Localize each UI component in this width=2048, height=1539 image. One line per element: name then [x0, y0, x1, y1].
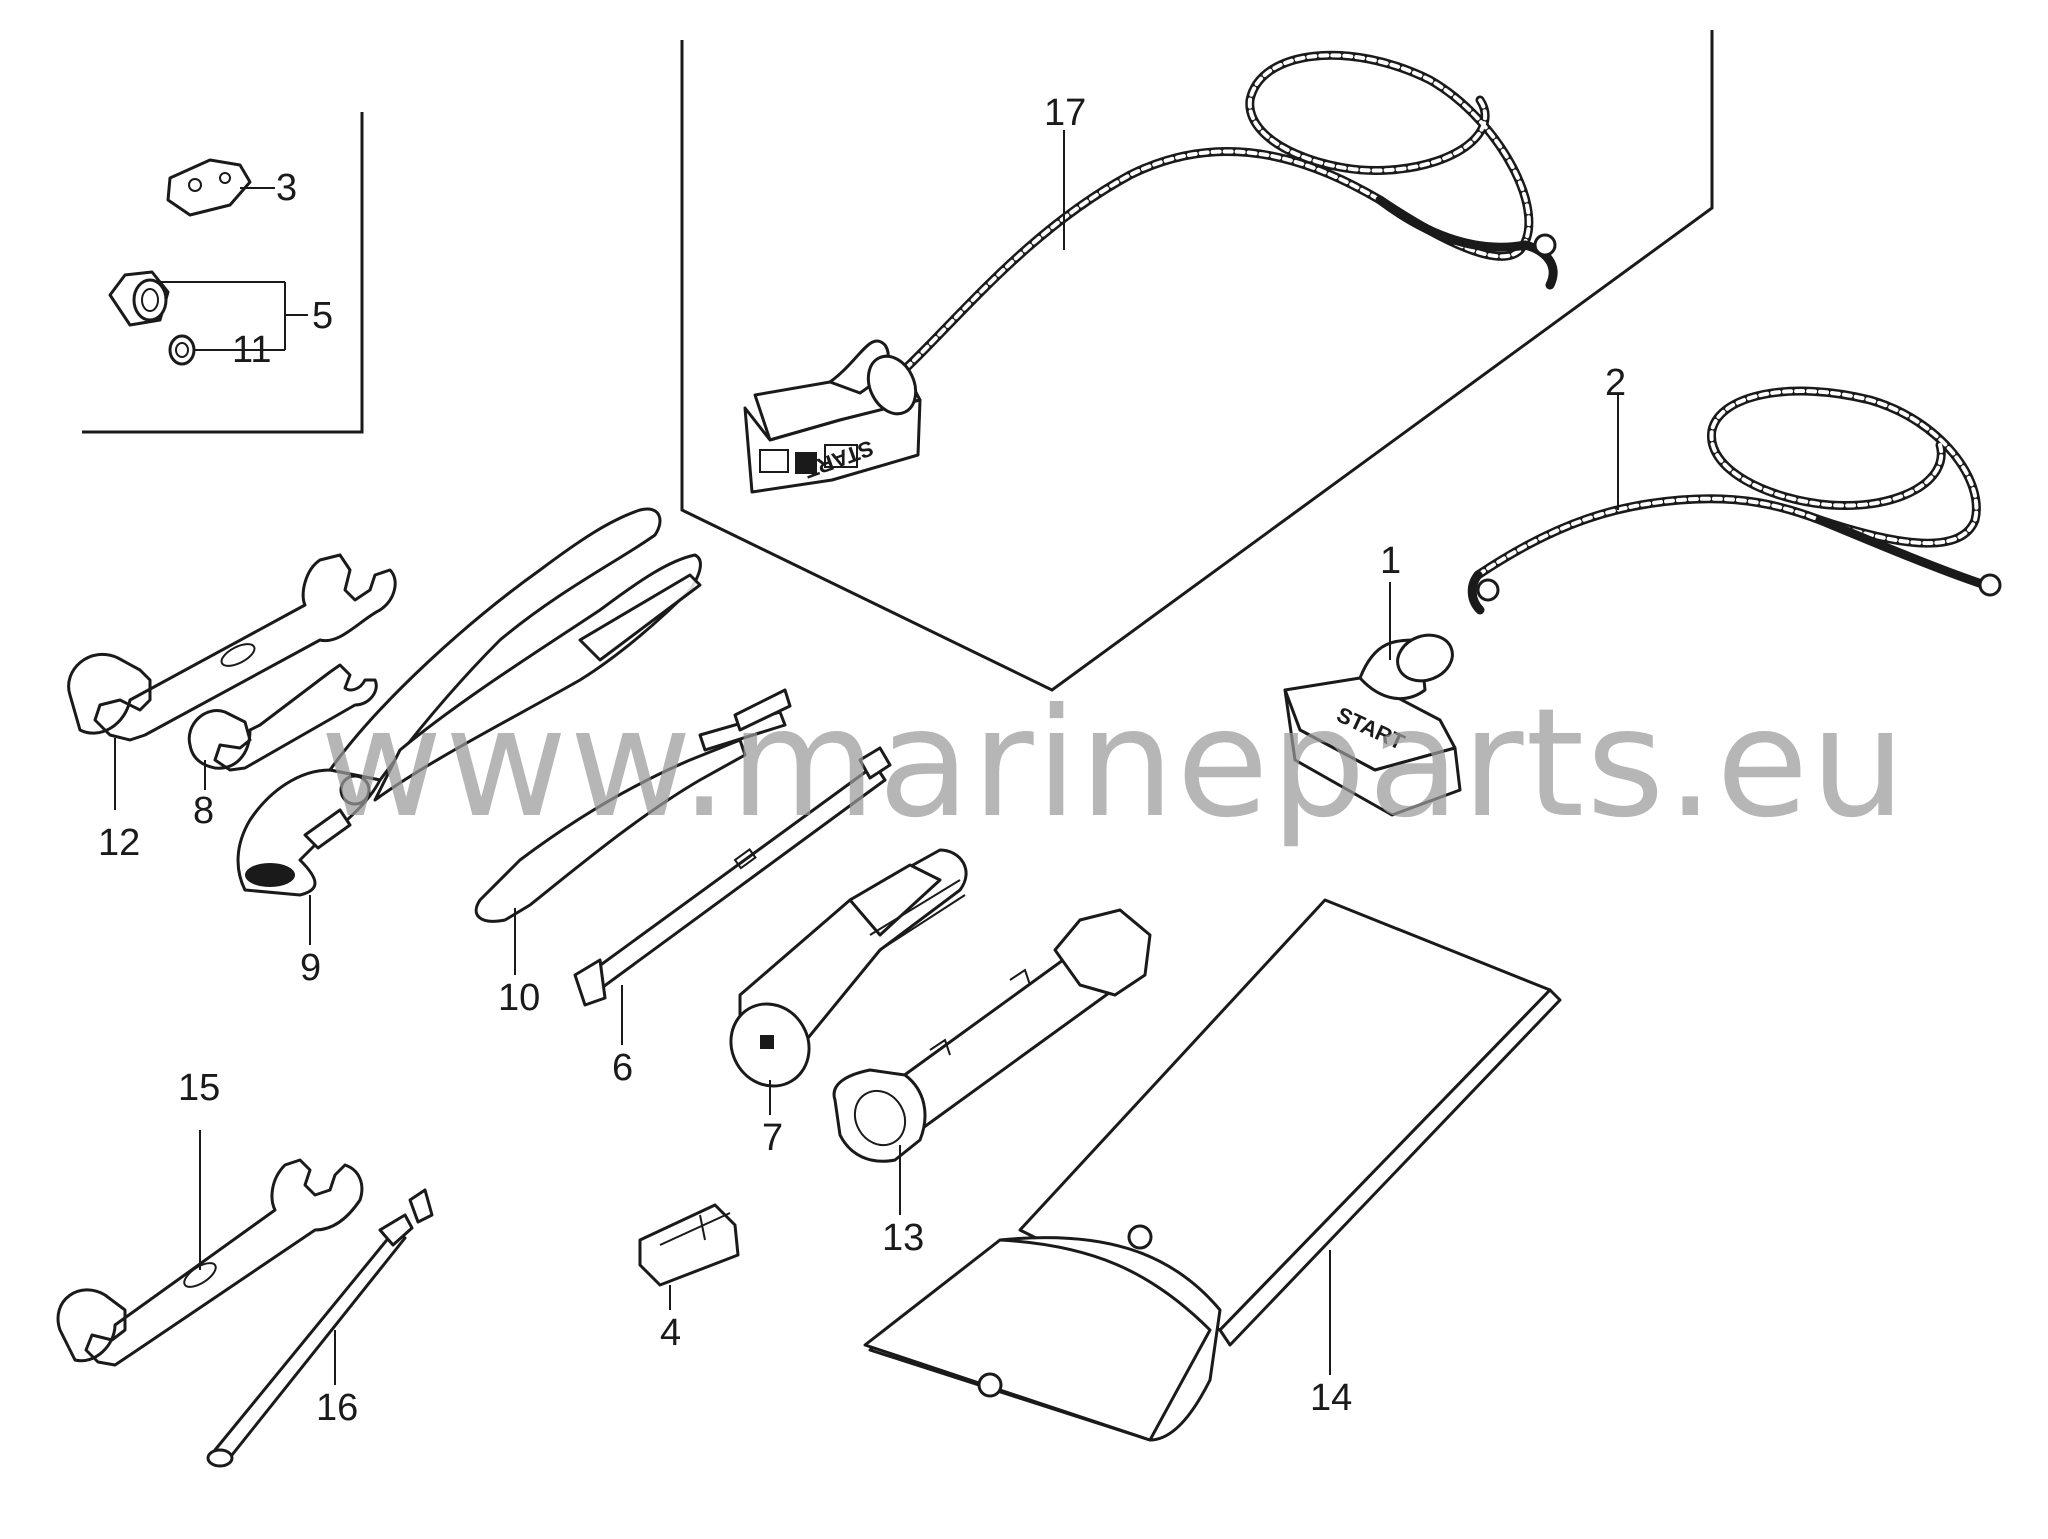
callout-13: 13: [882, 1217, 924, 1259]
callout-17: 17: [1044, 92, 1086, 134]
socket-wrench: [729, 848, 968, 1088]
callout-7: 7: [762, 1117, 783, 1159]
inset-frame-large: [680, 30, 1714, 692]
callout-12: 12: [98, 822, 140, 864]
callouts: 1 2 3 4 5 6 7 8 9 10 11 12 13 14 15 16 1…: [98, 92, 1626, 1429]
box-spanner: [832, 908, 1152, 1163]
inset-frame-small: [82, 112, 364, 434]
callout-14: 14: [1310, 1377, 1352, 1419]
tool-bag: [863, 898, 1562, 1442]
spare-starter-grip: START: [1283, 633, 1462, 817]
pin-tool: [206, 1188, 434, 1468]
spare-starter-rope: [1467, 386, 2002, 615]
pliers: [236, 507, 702, 897]
nut-and-washer: [108, 270, 196, 366]
callout-16: 16: [316, 1387, 358, 1429]
starter-rope-with-grip: START: [743, 50, 1558, 494]
clip-part: [166, 158, 252, 217]
large-wrench: [67, 553, 397, 742]
double-end-wrench: [56, 1158, 364, 1367]
callout-8: 8: [193, 790, 214, 832]
callout-15: 15: [178, 1067, 220, 1109]
watermark-text: www.marineparts.eu: [320, 677, 1908, 851]
callout-2: 2: [1605, 362, 1626, 404]
callout-5: 5: [312, 295, 333, 337]
screwdriver-handle: [474, 688, 792, 923]
callout-1: 1: [1380, 540, 1401, 582]
screwdriver-shaft: [573, 746, 892, 1007]
leader-lines: [114, 130, 1619, 1385]
callout-10: 10: [498, 977, 540, 1019]
callout-6: 6: [612, 1047, 633, 1089]
callout-3: 3: [276, 167, 297, 209]
small-wrench: [187, 663, 378, 772]
callout-4: 4: [660, 1312, 681, 1354]
callout-9: 9: [300, 947, 321, 989]
small-clip: [638, 1203, 740, 1287]
callout-11: 11: [232, 329, 271, 371]
